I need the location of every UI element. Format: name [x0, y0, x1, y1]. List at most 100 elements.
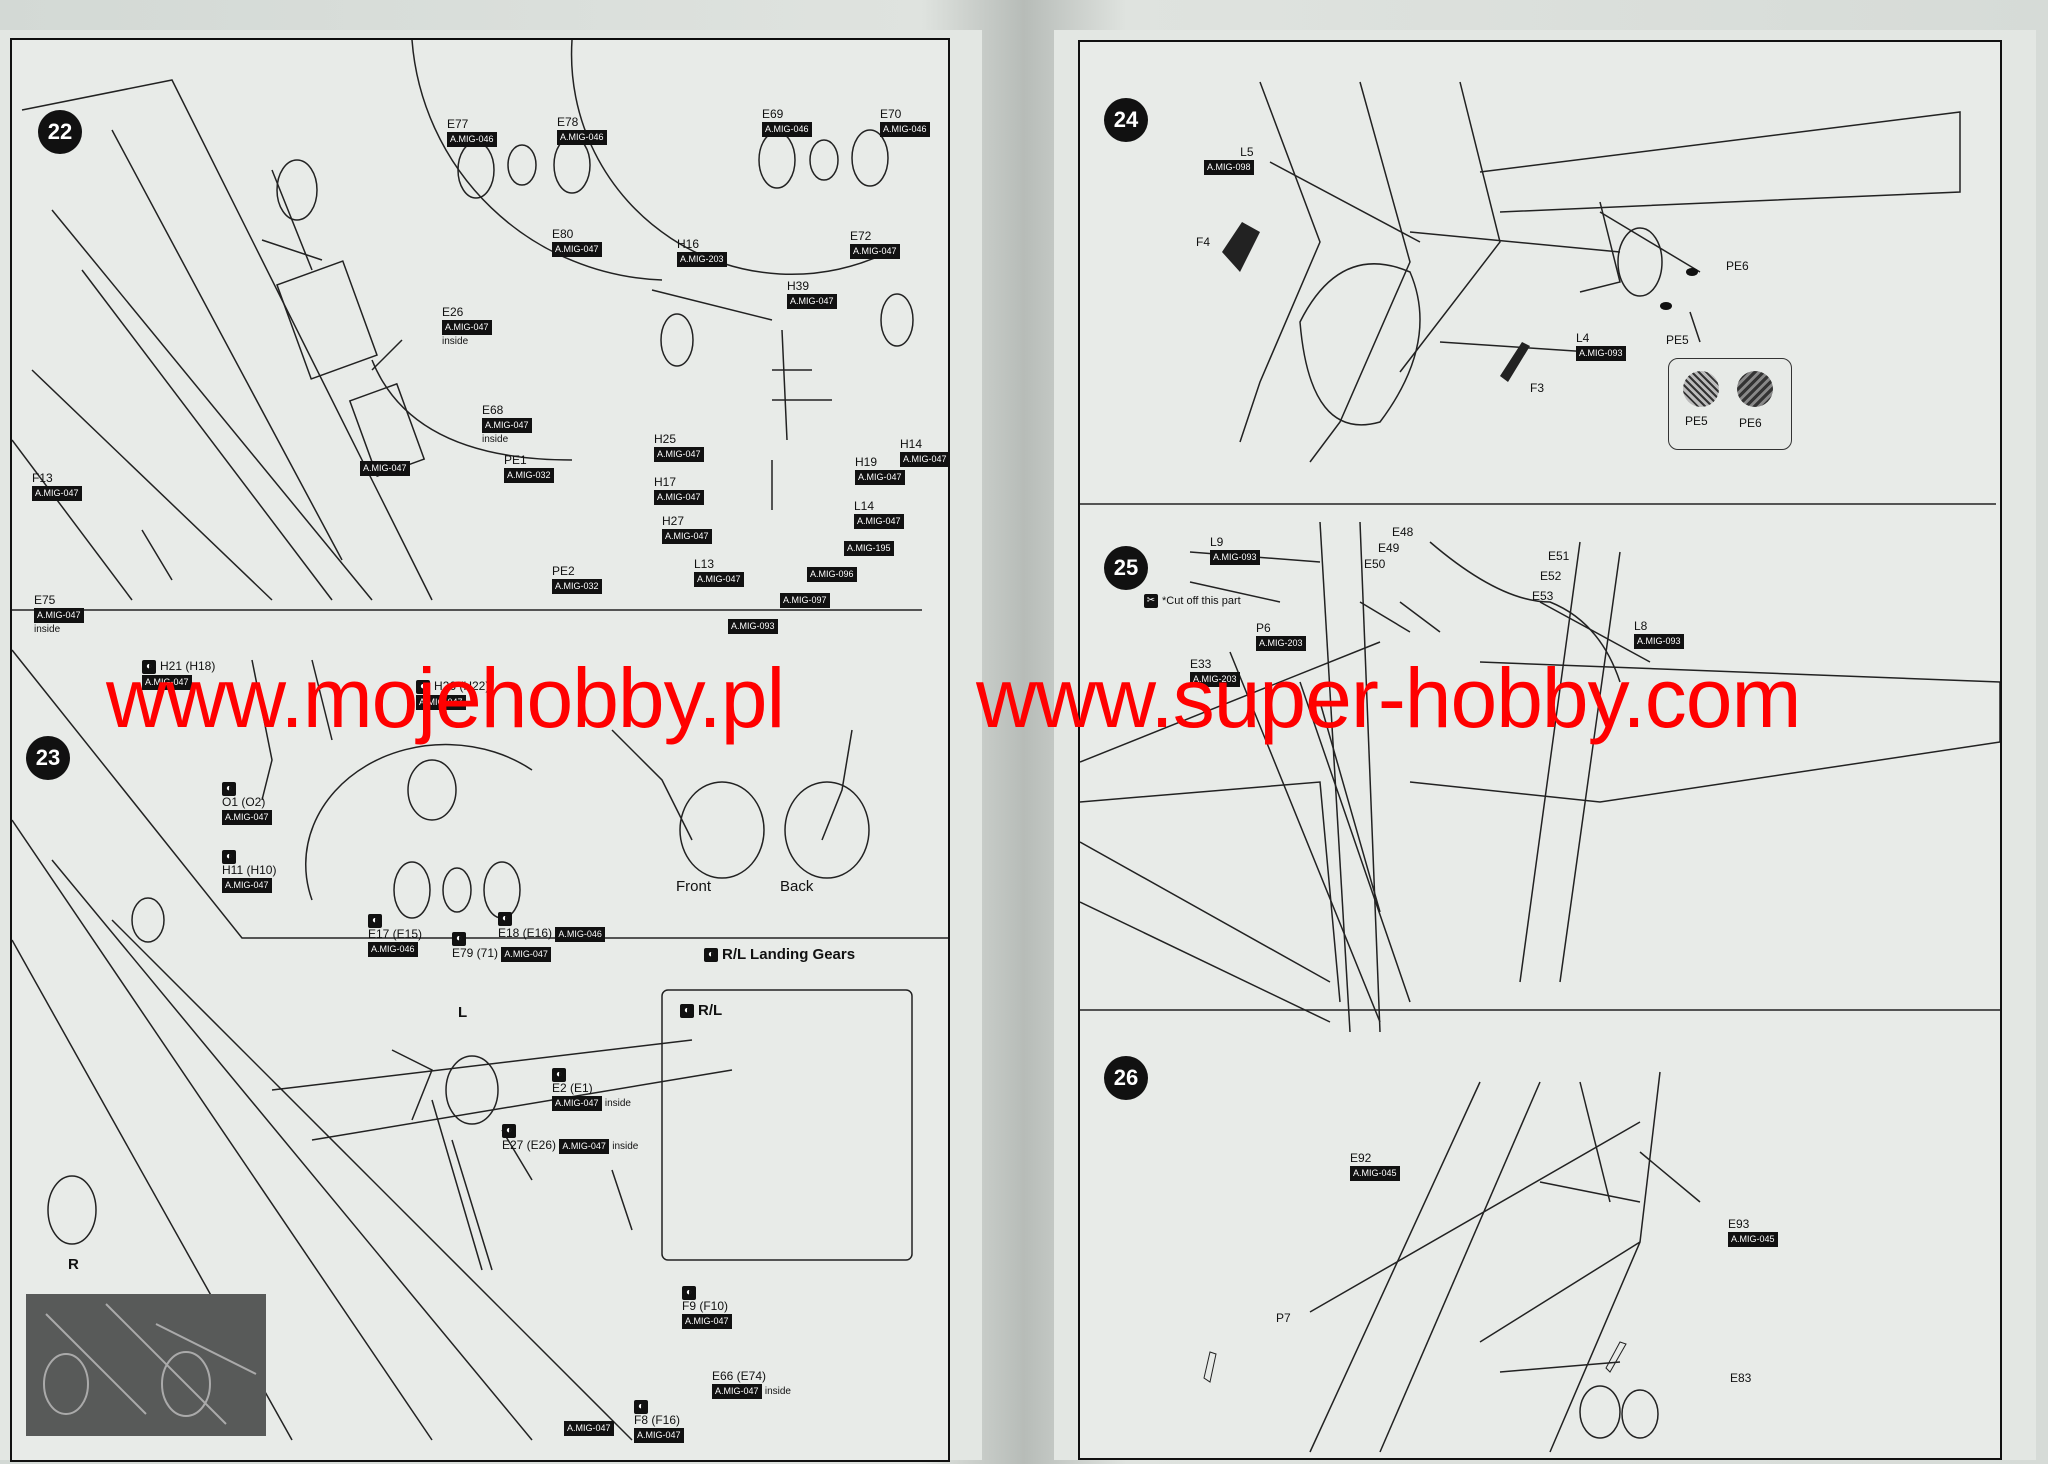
label-f8: ◐F8 (F16)A.MIG-047 [634, 1400, 684, 1443]
side-icon: ◐ [222, 850, 236, 864]
side-icon: ◐ [368, 914, 382, 928]
side-icon: ◐ [502, 1124, 516, 1138]
left-page-drawings [12, 40, 948, 1441]
pe6-swatch [1737, 371, 1773, 407]
side-icon: ◐ [634, 1400, 648, 1414]
label-e53: E53 [1532, 589, 1554, 603]
side-icon: ◐ [552, 1068, 566, 1082]
label-cut: ✂*Cut off this part [1144, 594, 1241, 608]
watermark-superhobby: www.super-hobby.com [976, 651, 1801, 745]
side-icon: ◐ [452, 932, 466, 946]
label-e2: ◐E2 (E1)A.MIG-047 inside [552, 1068, 631, 1111]
label-pe5-callout: PE5 [1666, 333, 1689, 347]
pe5-part-dot [1660, 302, 1672, 310]
label-l-side: L [458, 1004, 468, 1021]
label-f3: F3 [1530, 381, 1545, 395]
label-e49: E49 [1378, 541, 1400, 555]
label-e52: E52 [1540, 569, 1562, 583]
side-icon: ◐ [704, 948, 718, 963]
label-e48: E48 [1392, 525, 1414, 539]
label-e66: E66 (E74)A.MIG-047 inside [712, 1369, 791, 1399]
pe6-legend-label: PE6 [1739, 416, 1762, 430]
label-e68-tag2: A.MIG-047 [360, 460, 410, 476]
label-r-side: R [68, 1256, 79, 1273]
label-e79: ◐E79 (71) A.MIG-047 [452, 932, 551, 962]
side-icon: ◐ [680, 1004, 694, 1019]
step-25-badge: 25 [1104, 546, 1148, 590]
label-h11: ◐H11 (H10)A.MIG-047 [222, 850, 276, 893]
side-icon: ◐ [416, 680, 430, 694]
side-icon: ◐ [222, 782, 236, 796]
label-a096: A.MIG-096 [807, 566, 857, 582]
label-o1: ◐O1 (O2)A.MIG-047 [222, 782, 272, 825]
label-bottom-tag: A.MIG-047 [564, 1420, 614, 1436]
step-24-badge: 24 [1104, 98, 1148, 142]
watermark-mojehobby: www.mojehobby.pl [106, 651, 785, 745]
pe5-legend-label: PE5 [1685, 414, 1708, 428]
label-e18: ◐E18 (E16) A.MIG-046 [498, 912, 605, 942]
step-22-badge: 22 [38, 110, 82, 154]
label-back: Back [780, 878, 814, 895]
label-p7: P7 [1276, 1311, 1291, 1325]
cockpit-photo [26, 1294, 266, 1436]
side-icon: ◐ [142, 660, 156, 674]
label-landing-gears: ◐R/L Landing Gears [704, 946, 855, 963]
label-f9: ◐F9 (F10)A.MIG-047 [682, 1286, 732, 1329]
pe-legend-box: PE5 PE6 [1668, 358, 1792, 450]
label-h26: ◐H26 (H22)A.MIG-047 [416, 680, 489, 710]
label-e17: ◐E17 (E15)A.MIG-046 [368, 914, 422, 957]
step-23-badge: 23 [26, 736, 70, 780]
pe6-part-dot [1686, 268, 1698, 276]
label-a195: A.MIG-195 [844, 540, 894, 556]
right-page-drawings [1080, 81, 2000, 1453]
label-e50: E50 [1364, 557, 1386, 571]
label-f4: F4 [1196, 235, 1211, 249]
label-e51: E51 [1548, 549, 1570, 563]
label-front: Front [676, 878, 712, 895]
label-a097: A.MIG-097 [780, 592, 830, 608]
scissors-icon: ✂ [1144, 594, 1158, 608]
label-e83: E83 [1730, 1371, 1752, 1385]
step-26-badge: 26 [1104, 1056, 1148, 1100]
label-a093: A.MIG-093 [728, 618, 778, 634]
side-icon: ◐ [682, 1286, 696, 1300]
label-rl-inset: ◐R/L [680, 1002, 722, 1019]
side-icon: ◐ [498, 912, 512, 926]
label-pe6-callout: PE6 [1726, 259, 1749, 273]
label-h21: ◐H21 (H18)A.MIG-047 [142, 660, 215, 690]
